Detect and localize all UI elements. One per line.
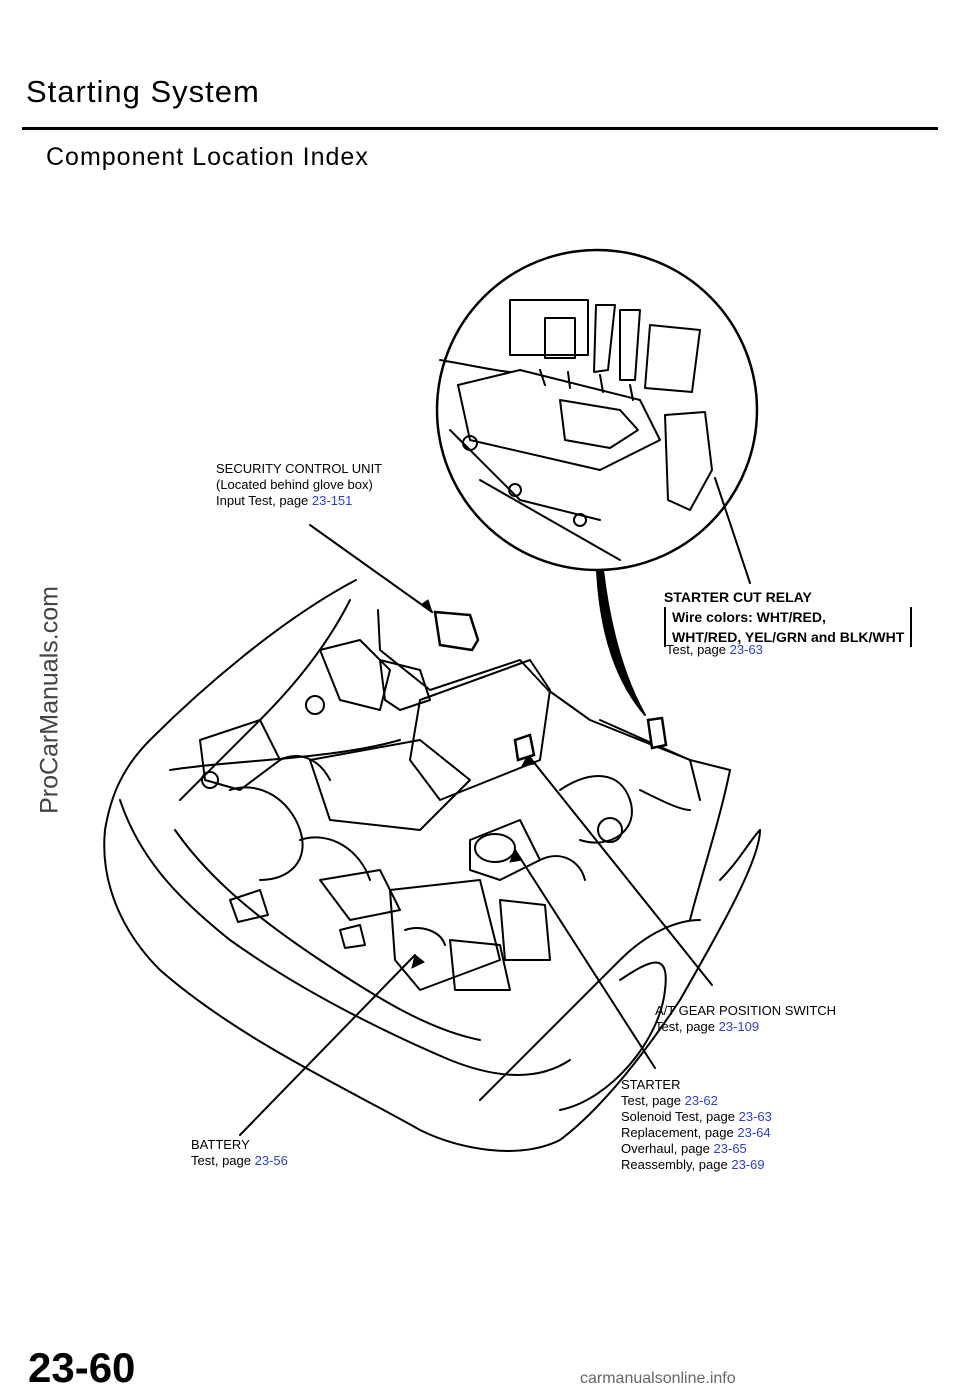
battery-name: BATTERY — [191, 1137, 250, 1152]
at-switch-pointer — [527, 754, 713, 986]
at-switch-callout: A/T GEAR POSITION SWITCH Test, page 23-1… — [655, 1003, 836, 1035]
relay-pointer — [714, 477, 751, 584]
battery-callout: BATTERY Test, page 23-56 — [191, 1137, 288, 1169]
battery-test-line: Test, page 23-56 — [191, 1153, 288, 1168]
starter-test-line: Test, page 23-62 — [621, 1093, 718, 1108]
security-unit-test-line: Input Test, page 23-151 — [216, 493, 353, 508]
starter-overhaul-link[interactable]: 23-65 — [713, 1141, 747, 1156]
security-unit-block — [433, 610, 480, 652]
security-unit-location: (Located behind glove box) — [216, 477, 373, 492]
starter-callout: STARTER Test, page 23-62 Solenoid Test, … — [621, 1077, 772, 1173]
at-switch-test-link[interactable]: 23-109 — [718, 1019, 760, 1034]
at-switch-test-line: Test, page 23-109 — [655, 1019, 760, 1034]
security-unit-test-link[interactable]: 23-151 — [311, 493, 353, 508]
relay-test-line: Test, page 23-63 — [666, 642, 763, 657]
starter-cut-relay-name: STARTER CUT RELAY — [664, 589, 812, 605]
relay-wire-colors-1: Wire colors: WHT/RED, — [672, 609, 826, 625]
relay-detail-parts — [439, 299, 713, 561]
starter-cut-relay-block — [646, 716, 668, 750]
car-body — [103, 579, 761, 1152]
detail-pointer — [596, 569, 646, 716]
relay-test-link[interactable]: 23-63 — [729, 642, 763, 657]
starter-reassembly-link[interactable]: 23-69 — [731, 1157, 765, 1172]
relay-wire-colors-2: WHT/RED, YEL/GRN and BLK/WHT — [672, 629, 905, 645]
page-subtitle: Component Location Index — [46, 143, 369, 171]
starter-solenoid-link[interactable]: 23-63 — [738, 1109, 772, 1124]
relay-wire-colors-box: Wire colors: WHT/RED, WHT/RED, YEL/GRN a… — [664, 607, 913, 647]
battery-pointer — [239, 954, 416, 1136]
starter-replacement-link[interactable]: 23-64 — [737, 1125, 771, 1140]
title-rule — [22, 127, 938, 130]
page-number: 23-60 — [28, 1344, 136, 1391]
starter-test-link[interactable]: 23-62 — [684, 1093, 718, 1108]
starter-name: STARTER — [621, 1077, 681, 1092]
at-switch-block — [513, 733, 536, 762]
security-unit-name: SECURITY CONTROL UNIT — [216, 461, 383, 476]
footer-watermark: carmanualsonline.info — [580, 1370, 736, 1387]
starter-replacement-line: Replacement, page 23-64 — [621, 1125, 771, 1140]
security-pointer — [309, 524, 433, 613]
security-unit-callout: SECURITY CONTROL UNIT (Located behind gl… — [216, 461, 382, 509]
engine-parts — [199, 639, 701, 991]
starter-cut-relay-callout: STARTER CUT RELAY Wire colors: WHT/RED, … — [664, 587, 913, 647]
starter-overhaul-line: Overhaul, page 23-65 — [621, 1141, 747, 1156]
at-switch-name: A/T GEAR POSITION SWITCH — [655, 1003, 837, 1018]
starter-pointer — [514, 849, 656, 1069]
relay-detail-circle — [435, 248, 759, 572]
starter-reassembly-line: Reassembly, page 23-69 — [621, 1157, 765, 1172]
battery-test-link[interactable]: 23-56 — [254, 1153, 288, 1168]
starter-solenoid-line: Solenoid Test, page 23-63 — [621, 1109, 772, 1124]
page-title: Starting System — [26, 74, 260, 109]
